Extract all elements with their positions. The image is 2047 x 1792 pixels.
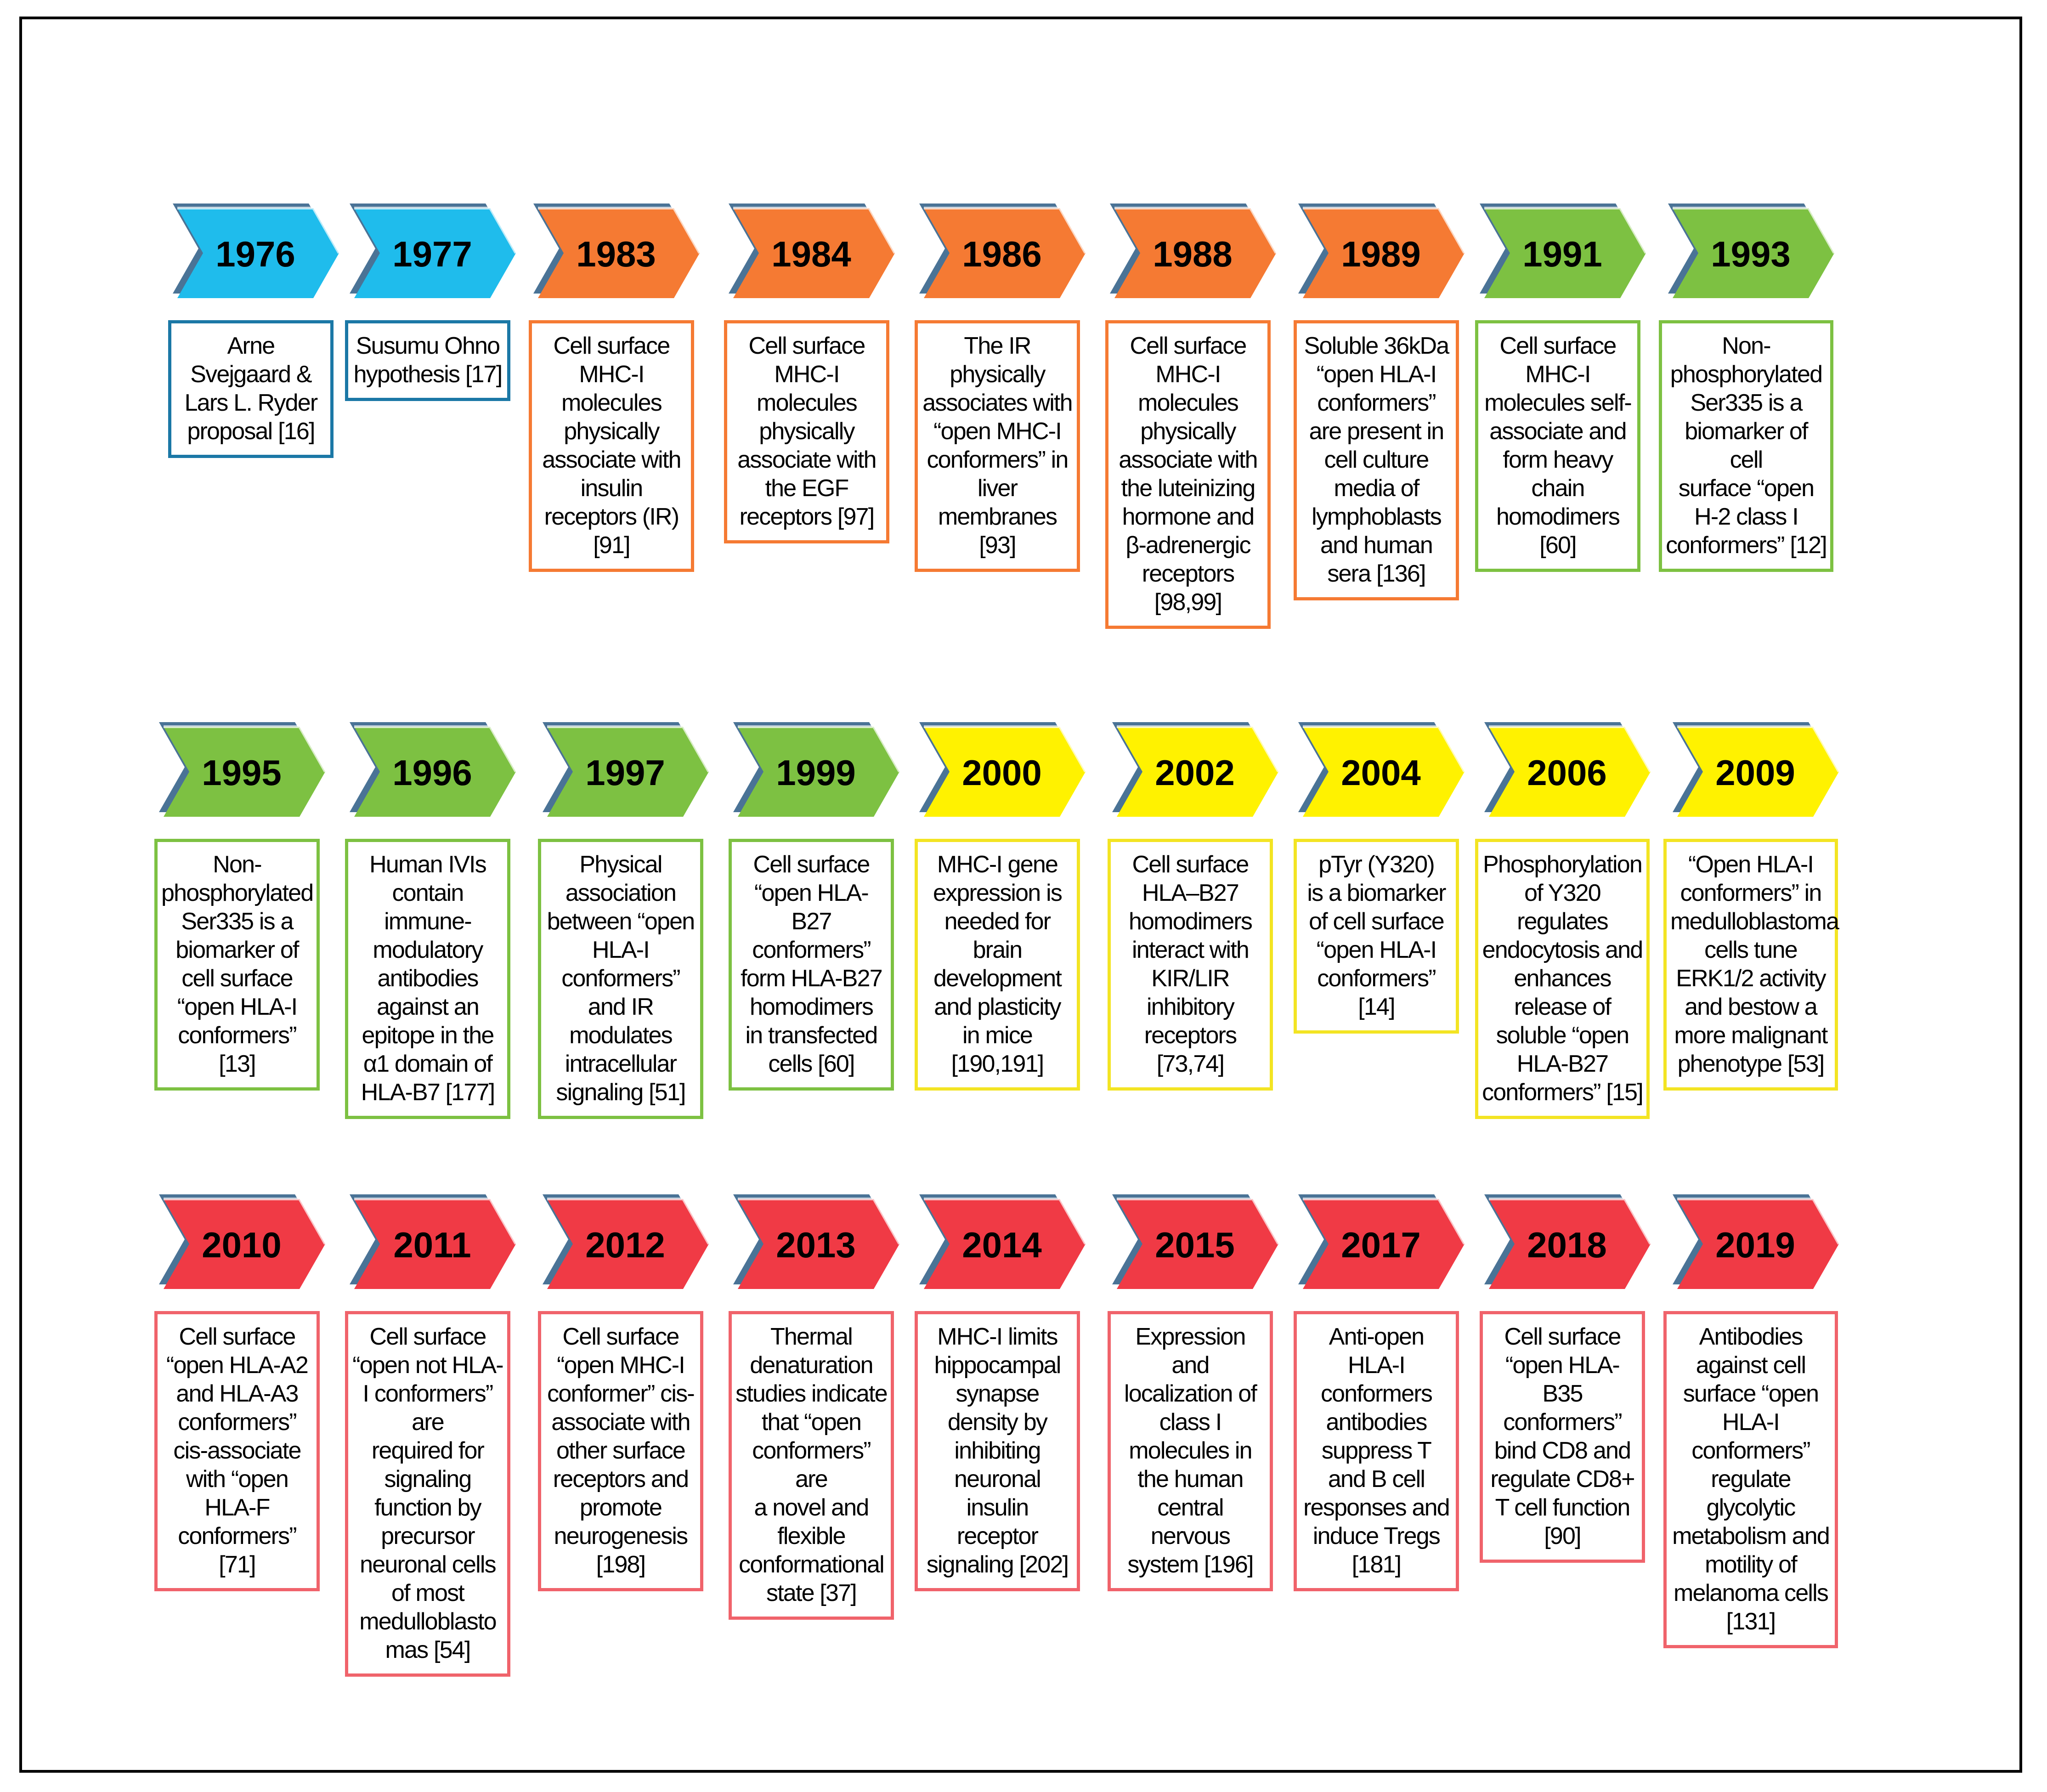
event-description-box: Cell surface MHC-I molecules self- assoc… — [1475, 320, 1640, 572]
year-label: 2002 — [1155, 752, 1235, 793]
year-chevron-arrow: 1996 — [345, 719, 517, 825]
year-label: 1986 — [962, 234, 1042, 274]
year-label: 1989 — [1341, 234, 1421, 274]
year-chevron-arrow: 2013 — [729, 1192, 901, 1297]
year-chevron-arrow: 1997 — [538, 719, 710, 825]
year-chevron-arrow: 2000 — [915, 719, 1087, 825]
year-label: 1976 — [215, 234, 295, 274]
year-chevron-arrow: 2018 — [1480, 1192, 1652, 1297]
year-chevron-arrow: 2009 — [1668, 719, 1840, 825]
year-chevron-arrow: 1977 — [345, 201, 517, 306]
year-chevron-arrow: 2017 — [1294, 1192, 1466, 1297]
event-description-box: Cell surface HLA–B27 homodimers interact… — [1108, 839, 1273, 1091]
year-label: 2017 — [1341, 1225, 1421, 1265]
event-description-box: Cell surface “open MHC-I conformer” cis-… — [538, 1311, 703, 1591]
event-description-box: MHC-I limits hippocampal synapse density… — [915, 1311, 1080, 1591]
event-description-box: Physical association between “open HLA-I… — [538, 839, 703, 1119]
event-description-box: Cell surface MHC-I molecules physically … — [1105, 320, 1271, 629]
year-label: 2010 — [202, 1225, 282, 1265]
year-label: 2014 — [962, 1225, 1042, 1265]
year-chevron-arrow: 1995 — [154, 719, 327, 825]
year-label: 2012 — [585, 1225, 665, 1265]
event-description-box: Thermal denaturation studies indicate th… — [729, 1311, 894, 1620]
year-chevron-arrow: 2014 — [915, 1192, 1087, 1297]
year-label: 2009 — [1715, 752, 1795, 793]
event-description-box: Cell surface MHC-I molecules physically … — [529, 320, 694, 572]
year-label: 1993 — [1711, 234, 1791, 274]
event-description-box: “Open HLA-I conformers” in medulloblasto… — [1663, 839, 1839, 1091]
year-label: 1988 — [1153, 234, 1233, 274]
year-chevron-arrow: 1986 — [915, 201, 1087, 306]
event-description-box: Susumu Ohno hypothesis [17] — [345, 320, 510, 401]
event-description-box: Non- phosphorylated Ser335 is a biomarke… — [1659, 320, 1833, 572]
year-chevron-arrow: 1983 — [529, 201, 701, 306]
year-label: 1997 — [585, 752, 665, 793]
event-description-box: Cell surface “open HLA- B35 conformers” … — [1480, 1311, 1645, 1563]
year-chevron-arrow: 2002 — [1108, 719, 1280, 825]
event-description-box: Cell surface “open HLA- B27 conformers” … — [729, 839, 894, 1091]
year-label: 1991 — [1522, 234, 1602, 274]
year-chevron-arrow: 1991 — [1475, 201, 1647, 306]
year-label: 2018 — [1527, 1225, 1607, 1265]
year-label: 2013 — [776, 1225, 856, 1265]
event-description-box: Phosphorylation of Y320 regulates endocy… — [1475, 839, 1650, 1119]
year-label: 1996 — [392, 752, 472, 793]
event-description-box: Soluble 36kDa “open HLA-I conformers” ar… — [1294, 320, 1459, 600]
event-description-box: MHC-I gene expression is needed for brai… — [915, 839, 1080, 1091]
year-label: 2019 — [1715, 1225, 1795, 1265]
year-label: 2011 — [393, 1225, 471, 1265]
year-label: 1995 — [202, 752, 282, 793]
event-description-box: Cell surface “open HLA-A2 and HLA-A3 con… — [154, 1311, 320, 1591]
event-description-box: Expression and localization of class I m… — [1108, 1311, 1273, 1591]
year-chevron-arrow: 2015 — [1108, 1192, 1280, 1297]
year-label: 2004 — [1341, 752, 1421, 793]
year-chevron-arrow: 1976 — [168, 201, 340, 306]
event-description-box: Cell surface MHC-I molecules physically … — [724, 320, 889, 543]
year-chevron-arrow: 1988 — [1105, 201, 1278, 306]
year-label: 2015 — [1155, 1225, 1235, 1265]
event-description-box: pTyr (Y320) is a biomarker of cell surfa… — [1294, 839, 1459, 1034]
year-chevron-arrow: 2012 — [538, 1192, 710, 1297]
event-description-box: Non- phosphorylated Ser335 is a biomarke… — [154, 839, 320, 1091]
year-label: 2000 — [962, 752, 1042, 793]
year-chevron-arrow: 1984 — [724, 201, 896, 306]
year-chevron-arrow: 2004 — [1294, 719, 1466, 825]
event-description-box: Human IVIs contain immune- modulatory an… — [345, 839, 510, 1119]
year-chevron-arrow: 1993 — [1663, 201, 1836, 306]
year-label: 1977 — [392, 234, 472, 274]
year-label: 1984 — [771, 234, 851, 274]
year-chevron-arrow: 2019 — [1668, 1192, 1840, 1297]
event-description-box: Antibodies against cell surface “open HL… — [1663, 1311, 1838, 1648]
year-chevron-arrow: 2010 — [154, 1192, 327, 1297]
event-description-box: Anti-open HLA-I conformers antibodies su… — [1294, 1311, 1459, 1591]
event-description-box: Cell surface “open not HLA- I conformers… — [345, 1311, 510, 1677]
year-label: 2006 — [1527, 752, 1607, 793]
event-description-box: Arne Svejgaard & Lars L. Ryder proposal … — [168, 320, 334, 458]
year-chevron-arrow: 1999 — [729, 719, 901, 825]
year-chevron-arrow: 2011 — [345, 1192, 517, 1297]
year-label: 1983 — [576, 234, 656, 274]
year-chevron-arrow: 1989 — [1294, 201, 1466, 306]
event-description-box: The IR physically associates with “open … — [915, 320, 1080, 572]
year-chevron-arrow: 2006 — [1480, 719, 1652, 825]
year-label: 1999 — [776, 752, 856, 793]
